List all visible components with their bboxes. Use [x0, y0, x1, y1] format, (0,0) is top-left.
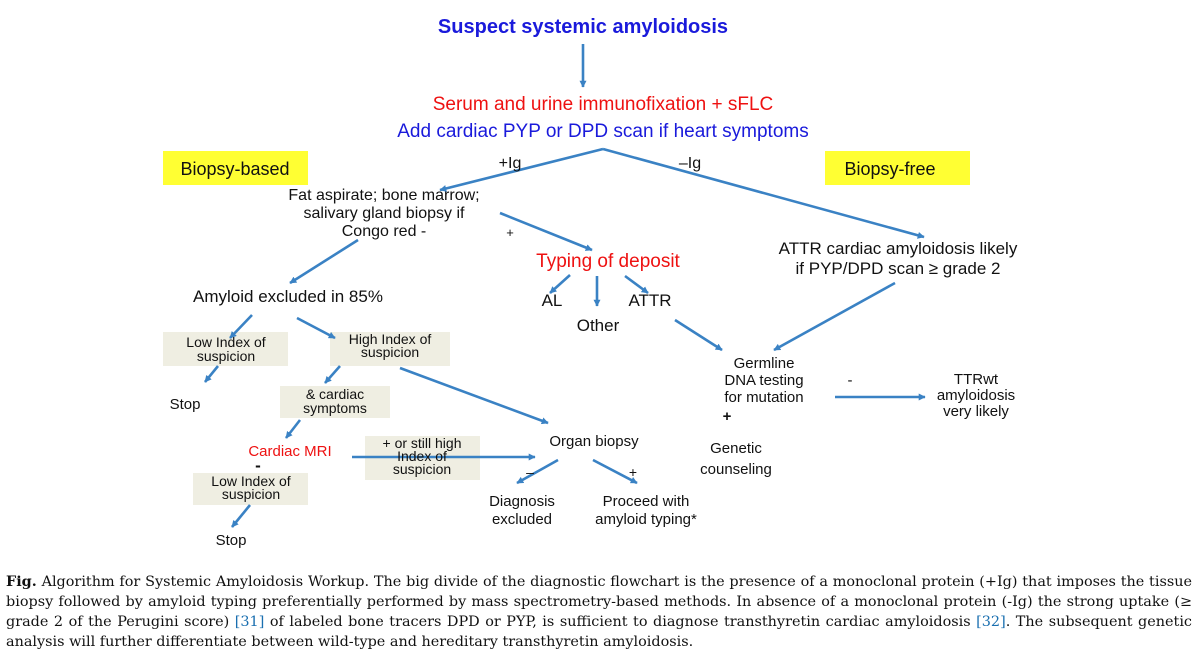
cardiac-mri: Cardiac MRI: [248, 443, 331, 460]
label-minus-ig: –Ig: [679, 155, 701, 172]
high-index-line1: High Index of: [349, 331, 432, 347]
caption-ref-31[interactable]: [31]: [234, 614, 265, 630]
stop-2: Stop: [216, 532, 247, 549]
flow-arrows: [203, 44, 926, 528]
low-index-2-line1: Low Index of: [211, 473, 290, 489]
arrow-fat-to-excluded: [289, 238, 359, 285]
low-index-2-line2: suspicion: [222, 486, 280, 502]
biopsy-free-box: [825, 151, 970, 185]
cardiac-symptoms-box: [280, 386, 390, 418]
attr-likely-line1: ATTR cardiac amyloidosis likely: [779, 239, 1018, 258]
amyloid-excluded: Amyloid excluded in 85%: [193, 287, 383, 306]
arrow-fat-to-typing: [499, 211, 593, 252]
ttrwt-line1: TTRwt: [954, 371, 999, 388]
label-al: AL: [542, 291, 563, 310]
flowchart-canvas: Suspect systemic amyloidosis Serum and u…: [163, 16, 1018, 549]
still-high-line2: Index of: [397, 448, 447, 464]
diag-excluded-line1: Diagnosis: [489, 493, 555, 510]
high-index-box: [330, 332, 450, 366]
caption-text-2: of labeled bone tracers DPD or PYP, is s…: [264, 614, 977, 630]
label-biopsy-based: Biopsy-based: [180, 159, 289, 179]
biopsy-based-box: [163, 151, 308, 185]
genetic-line1: Genetic: [710, 440, 762, 457]
arrow-excluded-to-high: [296, 316, 336, 340]
low-index-1-line1: Low Index of: [186, 334, 265, 350]
still-high-line3: suspicion: [393, 461, 451, 477]
arrow-low-to-stop: [203, 365, 220, 383]
proceed-line2: amyloid typing*: [595, 511, 697, 528]
flowchart-diagram: Suspect systemic amyloidosis Serum and u…: [163, 16, 1018, 549]
germline-line2: DNA testing: [724, 372, 803, 389]
arrow-excluded-to-low: [229, 314, 253, 339]
stop-1: Stop: [170, 396, 201, 413]
typing-of-deposit: Typing of deposit: [536, 251, 680, 272]
label-minus-organ: –: [526, 464, 534, 480]
arrow-symptoms-to-mri: [284, 419, 302, 439]
fat-line1: Fat aspirate; bone marrow;: [288, 187, 479, 204]
low-index-box-2: [193, 473, 308, 505]
still-high-line1: + or still high: [383, 435, 462, 451]
step1-line2: Add cardiac PYP or DPD scan if heart sym…: [397, 121, 808, 142]
high-index-line2: suspicion: [361, 344, 419, 360]
label-minus-mri: -: [255, 456, 261, 475]
arrow-plus-ig: [439, 147, 604, 192]
label-minus-germline: -: [848, 372, 853, 389]
low-index-box-1: [163, 332, 288, 366]
label-biopsy-free: Biopsy-free: [844, 159, 935, 179]
arrow-high-to-symptoms: [324, 365, 341, 384]
attr-likely-line2: if PYP/DPD scan ≥ grade 2: [796, 259, 1001, 278]
cardiac-symptoms-line2: symptoms: [303, 400, 367, 416]
ttrwt-line3: very likely: [943, 403, 1009, 420]
organ-biopsy: Organ biopsy: [549, 433, 639, 450]
caption-text-3: . The subsequent genetic analysis will f…: [6, 614, 1192, 650]
low-index-1-line2: suspicion: [197, 348, 255, 364]
title-suspect: Suspect systemic amyloidosis: [438, 16, 728, 38]
arrow-typing-to-attr: [624, 274, 649, 295]
arrow-typing-to-al: [549, 274, 571, 294]
fat-line3: Congo red -: [342, 223, 427, 240]
genetic-line2: counseling: [700, 461, 772, 478]
arrow-organ-to-excluded: [516, 458, 559, 485]
cardiac-symptoms-line1: & cardiac: [306, 386, 364, 402]
label-plus-typing: +: [506, 225, 514, 240]
germline-line3: for mutation: [724, 389, 803, 406]
step1-line1: Serum and urine immunofixation + sFLC: [433, 94, 774, 115]
proceed-line1: Proceed with: [603, 493, 690, 510]
arrow-attrlikely-to-germline: [773, 281, 896, 352]
label-other: Other: [577, 316, 620, 335]
label-plus-ig: +Ig: [499, 155, 522, 172]
fat-line2: salivary gland biopsy if: [304, 205, 466, 222]
label-attr: ATTR: [628, 291, 671, 310]
caption-ref-32[interactable]: [32]: [976, 614, 1006, 630]
diag-excluded-line2: excluded: [492, 511, 552, 528]
arrow-high-to-organ: [399, 366, 549, 425]
arrow-low2-to-stop: [230, 504, 252, 528]
arrow-minus-ig: [602, 147, 925, 239]
figure-caption: Fig. Algorithm for Systemic Amyloidosis …: [6, 572, 1192, 652]
arrow-attr-to-germline: [674, 318, 723, 352]
caption-label: Fig.: [6, 573, 37, 590]
arrow-organ-to-proceed: [592, 458, 638, 485]
germline-line1: Germline: [734, 355, 795, 372]
label-plus-organ: +: [629, 464, 637, 480]
ttrwt-line2: amyloidosis: [937, 387, 1015, 404]
caption-text-1: Algorithm for Systemic Amyloidosis Worku…: [6, 574, 1192, 630]
label-plus-germline: +: [723, 408, 732, 425]
